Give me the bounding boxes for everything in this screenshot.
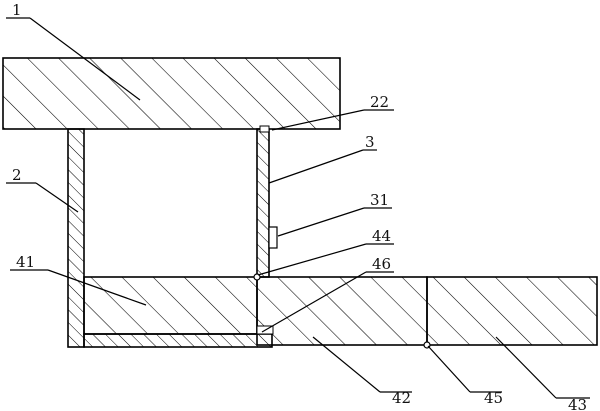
leader-46 bbox=[261, 271, 367, 333]
label-45: 45 bbox=[484, 389, 503, 407]
side-block bbox=[268, 226, 278, 249]
floor-slab-41 bbox=[83, 276, 258, 335]
label-3: 3 bbox=[365, 133, 375, 151]
label-1: 1 bbox=[12, 1, 22, 19]
label-44: 44 bbox=[372, 227, 391, 245]
leader-22 bbox=[271, 109, 365, 131]
leader-42 bbox=[312, 336, 381, 393]
label-42: 42 bbox=[392, 389, 411, 407]
label-46: 46 bbox=[372, 255, 391, 273]
leader-45 bbox=[427, 345, 471, 393]
hinge-point-44 bbox=[253, 273, 261, 281]
floor-slab-43 bbox=[426, 276, 598, 346]
leader-3 bbox=[268, 149, 364, 184]
floor-slab-42 bbox=[256, 276, 428, 346]
label-2: 2 bbox=[12, 166, 22, 184]
label-43: 43 bbox=[568, 396, 587, 411]
left-wall bbox=[67, 128, 85, 348]
notch-element bbox=[259, 125, 270, 133]
leader-2 bbox=[35, 182, 79, 213]
leader-1 bbox=[29, 17, 141, 101]
label-31: 31 bbox=[370, 191, 389, 209]
leader-31 bbox=[277, 207, 365, 237]
label-22: 22 bbox=[370, 93, 389, 111]
leader-44 bbox=[257, 243, 367, 276]
leader-41 bbox=[47, 269, 147, 306]
bottom-strip bbox=[83, 333, 273, 348]
top-slab bbox=[2, 57, 341, 130]
label-41: 41 bbox=[16, 253, 35, 271]
right-wall bbox=[256, 128, 270, 278]
leader-43 bbox=[495, 336, 557, 399]
